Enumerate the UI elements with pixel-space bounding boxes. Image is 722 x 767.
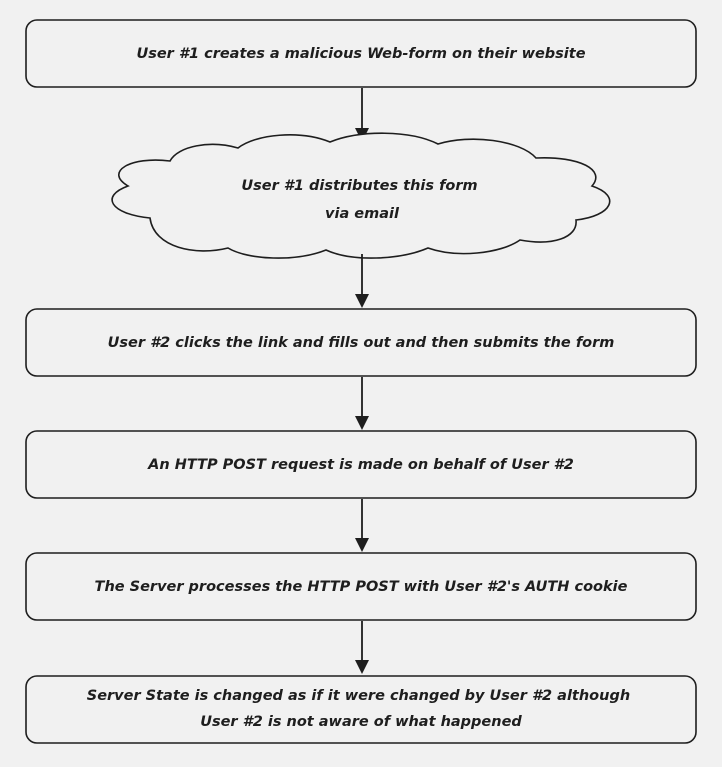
step-5-node: The Server processes the HTTP POST with …	[25, 552, 697, 621]
step-5-text: The Server processes the HTTP POST with …	[95, 579, 628, 595]
step-3-box	[25, 308, 697, 377]
step-2-line-1: User #1 distributes this form	[241, 178, 477, 194]
step-6-box	[25, 675, 697, 744]
arrow-3	[355, 377, 369, 430]
step-4-text: An HTTP POST request is made on behalf o…	[147, 457, 574, 473]
step-6-text: Server State is changed as if it were ch…	[87, 688, 635, 730]
arrow-4-head	[355, 538, 369, 552]
step-3-line-1: User #2 clicks the link and fills out an…	[108, 335, 615, 351]
step-2-line-2: via email	[325, 206, 400, 222]
step-6-line-1: Server State is changed as if it were ch…	[87, 688, 630, 704]
arrow-5	[355, 621, 369, 674]
step-2-text: User #1 distributes this form via email	[241, 178, 482, 222]
step-2-node: User #1 distributes this form via email	[111, 132, 611, 259]
step-5-line-1: The Server processes the HTTP POST with …	[95, 579, 628, 595]
step-4-line-1: An HTTP POST request is made on behalf o…	[147, 457, 574, 473]
arrow-2-head	[355, 294, 369, 308]
arrow-4	[355, 499, 369, 552]
step-6-line-2: User #2 is not aware of what happened	[200, 714, 522, 730]
step-6-node: Server State is changed as if it were ch…	[25, 675, 697, 744]
step-4-node: An HTTP POST request is made on behalf o…	[25, 430, 697, 499]
step-1-line-1: User #1 creates a malicious Web-form on …	[136, 46, 585, 62]
step-1-node: User #1 creates a malicious Web-form on …	[25, 19, 697, 88]
step-2-cloud	[111, 132, 611, 259]
step-1-text: User #1 creates a malicious Web-form on …	[136, 46, 585, 62]
step-3-text: User #2 clicks the link and fills out an…	[108, 335, 615, 351]
step-1-box	[25, 19, 697, 88]
step-3-node: User #2 clicks the link and fills out an…	[25, 308, 697, 377]
step-5-box	[25, 552, 697, 621]
step-4-box	[25, 430, 697, 499]
arrow-5-head	[355, 660, 369, 674]
arrow-3-head	[355, 416, 369, 430]
arrow-2	[355, 254, 369, 308]
